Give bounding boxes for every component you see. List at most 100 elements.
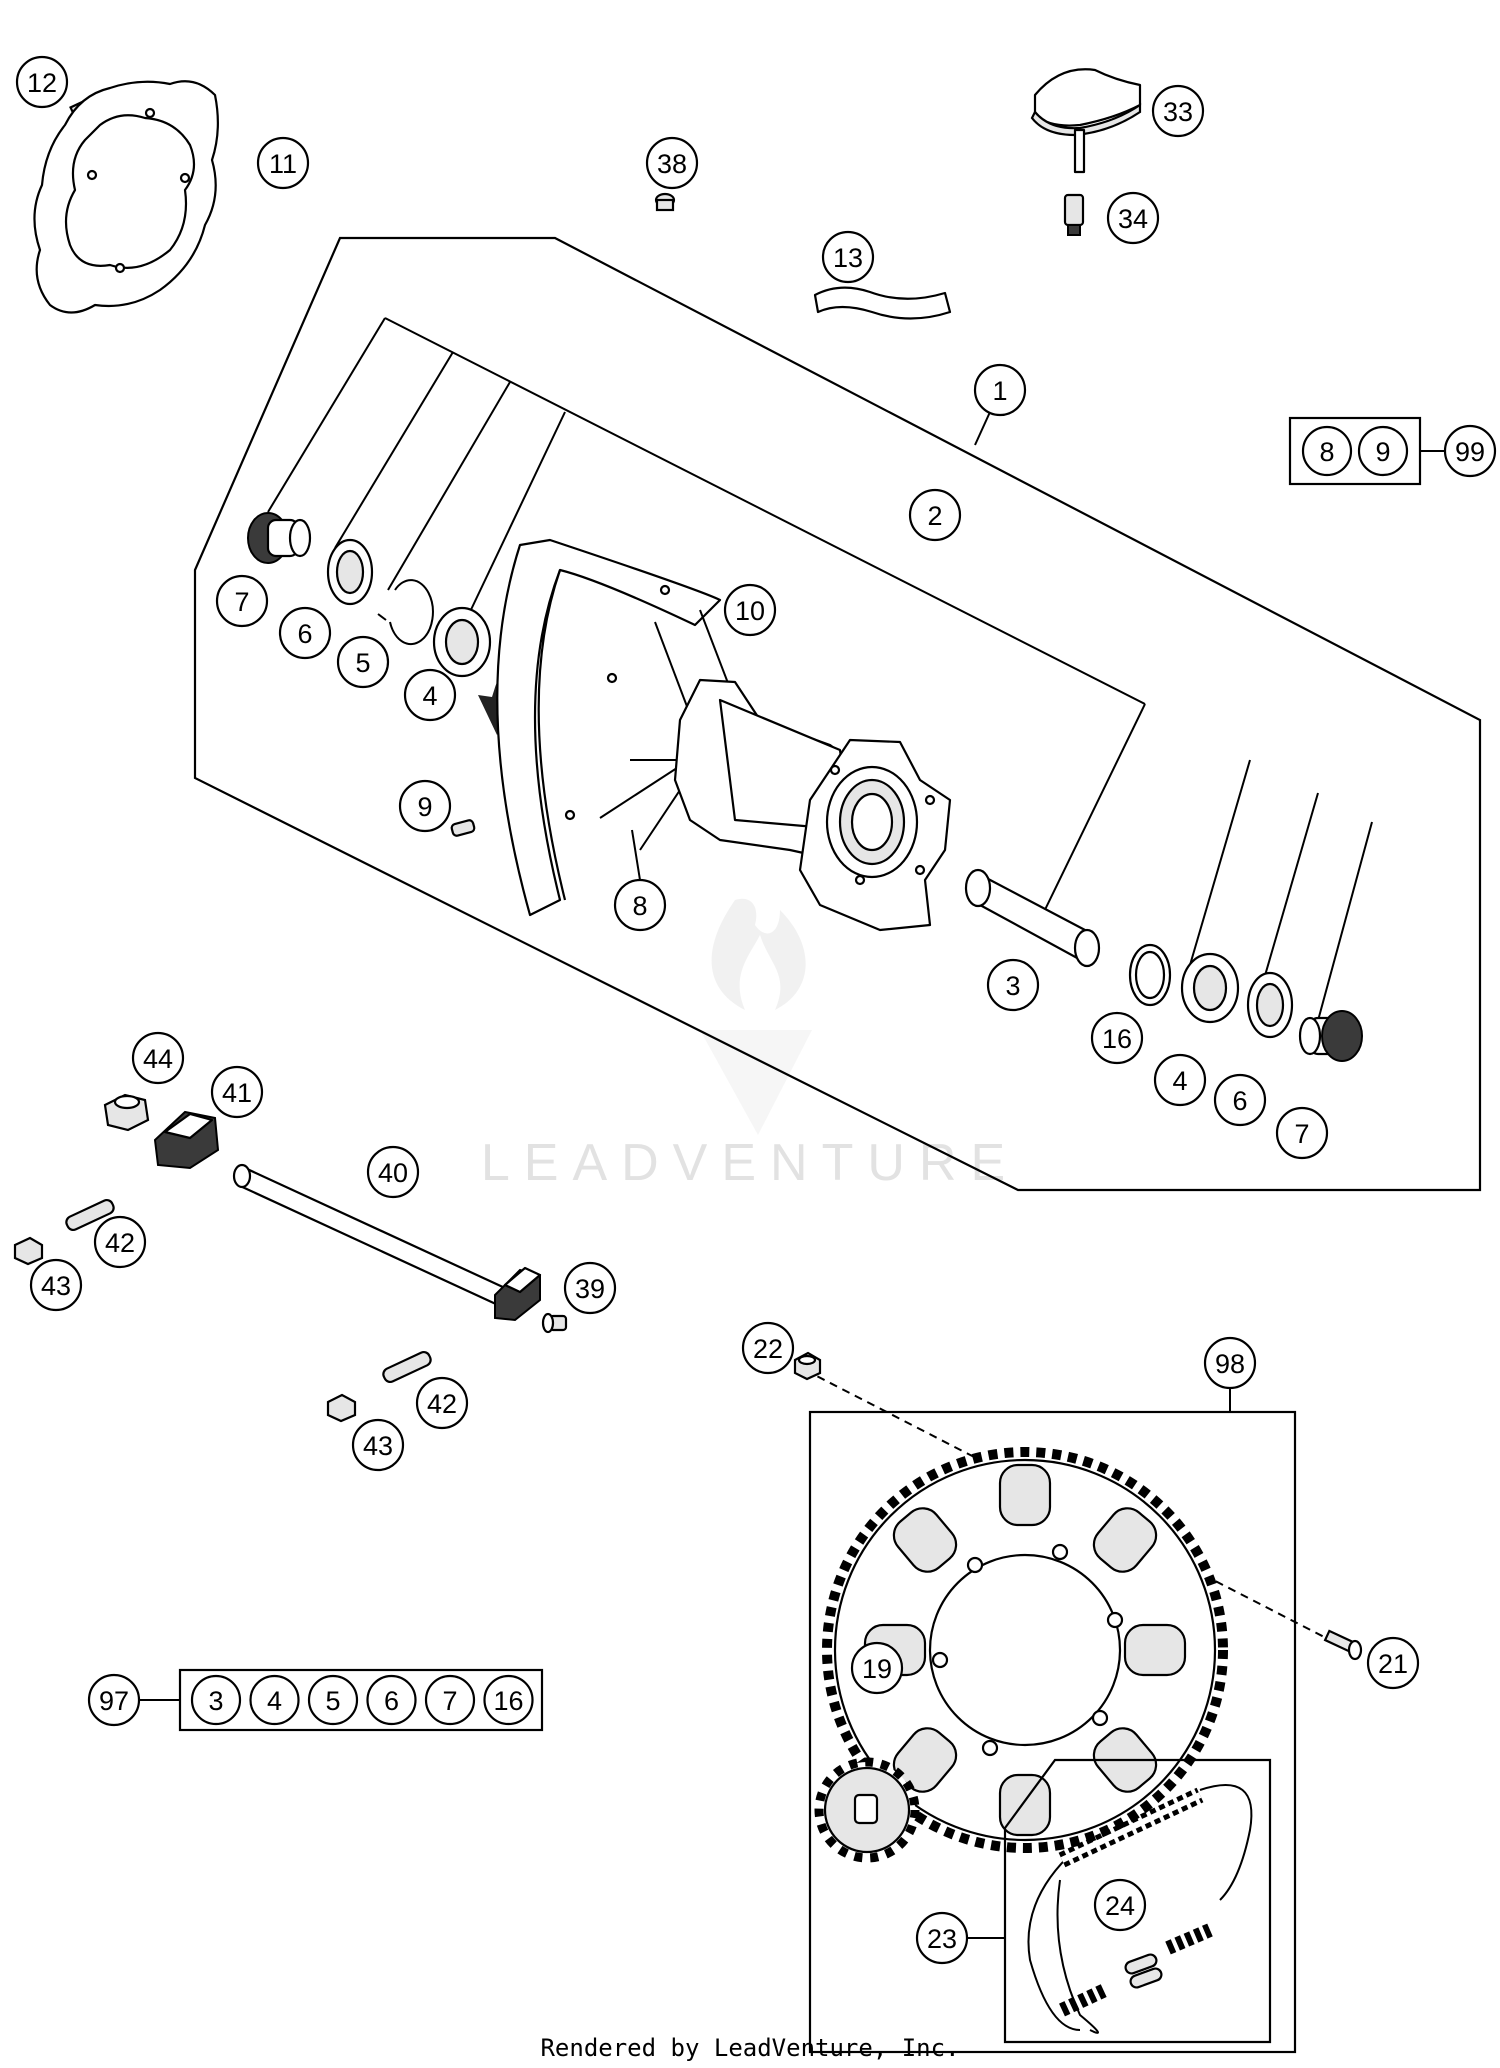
callout-c44: 44 <box>131 1031 185 1085</box>
callout-1-leaders <box>267 317 1373 1051</box>
nut-43-right <box>326 1393 357 1423</box>
callout-c1: 1 <box>973 363 1027 417</box>
callout-circle <box>1213 1073 1267 1127</box>
axle-40 <box>232 1163 507 1307</box>
callout-circle <box>336 635 390 689</box>
shaft-seal-6-left <box>326 538 374 606</box>
callout-c9: 9 <box>398 779 452 833</box>
callout-number: 44 <box>143 1044 173 1074</box>
chain-adjuster-41 <box>153 1110 220 1170</box>
adjusting-pin-42-right <box>382 1350 432 1384</box>
callout-number: 4 <box>267 1686 282 1716</box>
callout-circle <box>1090 1011 1144 1065</box>
callout-number: 38 <box>657 149 687 179</box>
kit-97-item: 7 <box>424 1674 476 1726</box>
axle-nut-44 <box>103 1093 150 1132</box>
nut-43-left <box>13 1236 44 1266</box>
callout-c99: 99 <box>1443 424 1497 478</box>
callout-circle <box>424 1674 476 1726</box>
callout-number: 5 <box>325 1686 340 1716</box>
callout-c42a: 42 <box>93 1215 147 1269</box>
rear-sprocket-19 <box>822 1447 1228 1853</box>
callout-circle <box>190 1674 242 1726</box>
rim-tape-13 <box>813 286 952 320</box>
callout-c98: 98 <box>1203 1336 1257 1390</box>
callout-number: 24 <box>1105 1891 1135 1921</box>
kit-97-item: 5 <box>307 1674 359 1726</box>
callout-circle <box>1275 1106 1329 1160</box>
callout-circle <box>15 55 69 109</box>
callout-number: 6 <box>1232 1086 1247 1116</box>
callout-number: 21 <box>1378 1649 1408 1679</box>
callout-circle <box>1153 1053 1207 1107</box>
callout-number: 16 <box>493 1686 523 1716</box>
callout-circle <box>563 1261 617 1315</box>
callout-circle <box>1366 1636 1420 1690</box>
callout-c6b: 6 <box>1213 1073 1267 1127</box>
callout-number: 1 <box>992 376 1007 406</box>
callout-c34: 34 <box>1106 191 1160 245</box>
callout-number: 16 <box>1102 1024 1132 1054</box>
callout-number: 4 <box>1172 1066 1187 1096</box>
callout-circle <box>256 136 310 190</box>
chain-kit-frame <box>968 1758 1272 2044</box>
callout-circle <box>1357 425 1409 477</box>
callout-c21: 21 <box>1366 1636 1420 1690</box>
callout-circle <box>915 1911 969 1965</box>
callout-circle <box>93 1215 147 1269</box>
callout-number: 42 <box>105 1228 135 1258</box>
callout-circle <box>398 779 452 833</box>
callout-circle <box>973 363 1027 417</box>
master-link-24 <box>1124 1953 1163 1989</box>
callout-c38: 38 <box>645 136 699 190</box>
callout-number: 9 <box>417 792 432 822</box>
callout-number: 22 <box>753 1334 783 1364</box>
nut-22 <box>793 1351 822 1381</box>
callout-c19: 19 <box>850 1641 904 1695</box>
callout-circle <box>741 1321 795 1375</box>
callout-number: 3 <box>1005 971 1020 1001</box>
callout-c41: 41 <box>210 1065 264 1119</box>
ball-bearing-4-left <box>432 606 492 678</box>
callout-circle <box>1106 191 1160 245</box>
callout-circle <box>366 1674 417 1726</box>
callout-c16: 16 <box>1090 1011 1144 1065</box>
callout-circle <box>210 1065 264 1119</box>
spoke-nipple-9 <box>450 819 476 837</box>
callout-number: 8 <box>1319 437 1334 467</box>
callout-number: 6 <box>384 1686 399 1716</box>
callout-circle <box>1301 425 1353 477</box>
kit-97-item: 16 <box>483 1674 534 1726</box>
callout-circle <box>366 1145 420 1199</box>
callout-c3: 3 <box>986 958 1040 1012</box>
callout-circle <box>403 668 457 722</box>
callout-circle <box>821 230 875 284</box>
spacer-bushing-7-left <box>247 512 312 564</box>
kit-97-item: 3 <box>190 1674 242 1726</box>
callout-number: 43 <box>363 1431 393 1461</box>
callout-c7a: 7 <box>215 574 269 628</box>
callout-number: 7 <box>442 1686 457 1716</box>
valve-34 <box>1063 193 1085 236</box>
callout-c97: 97 <box>87 1673 141 1727</box>
callout-c6a: 6 <box>278 606 332 660</box>
footer-credit: Rendered by LeadVenture, Inc. <box>540 2034 959 2062</box>
callout-c24: 24 <box>1093 1878 1147 1932</box>
callout-number: 23 <box>927 1924 957 1954</box>
callout-number: 4 <box>422 681 437 711</box>
callout-circle <box>278 606 332 660</box>
callout-c8: 8 <box>613 878 667 932</box>
callout-number: 3 <box>208 1686 223 1716</box>
callout-number: 99 <box>1455 437 1485 467</box>
wheel-assembly-frame <box>193 236 1482 1192</box>
rotation-direction-arrow <box>478 625 545 735</box>
chain-23 <box>1027 1784 1253 2034</box>
watermark-text: LEADVENTURE <box>481 1134 1019 1192</box>
callout-number: 39 <box>575 1274 605 1304</box>
callout-c2: 2 <box>908 488 962 542</box>
callout-c33: 33 <box>1151 84 1205 138</box>
stand-33 <box>1030 68 1142 174</box>
callout-circle <box>483 1674 534 1726</box>
callout-c43b: 43 <box>351 1418 405 1472</box>
